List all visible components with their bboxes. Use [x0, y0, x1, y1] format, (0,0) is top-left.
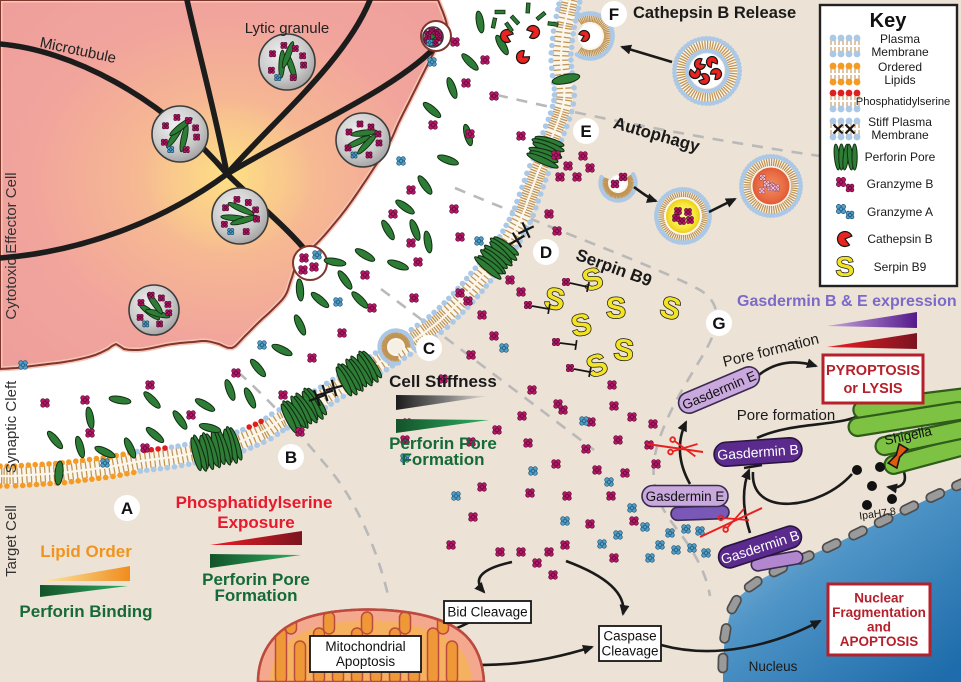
- svg-text:Nucleus: Nucleus: [749, 659, 798, 674]
- svg-text:Synaptic Cleft: Synaptic Cleft: [3, 380, 20, 473]
- svg-text:D: D: [540, 243, 552, 262]
- svg-text:Cleavage: Cleavage: [601, 644, 658, 659]
- svg-text:or LYSIS: or LYSIS: [843, 381, 902, 397]
- svg-text:Gasdermin E: Gasdermin E: [646, 489, 725, 504]
- svg-text:Membrane: Membrane: [871, 45, 929, 59]
- svg-text:Phosphatidylserine: Phosphatidylserine: [856, 96, 951, 108]
- svg-text:E: E: [580, 122, 591, 141]
- svg-text:Gasdermin B & E expression: Gasdermin B & E expression: [737, 293, 957, 310]
- svg-text:S: S: [836, 251, 855, 282]
- svg-text:Granzyme B: Granzyme B: [867, 177, 934, 191]
- svg-text:and: and: [867, 620, 891, 635]
- svg-text:Serpin B9: Serpin B9: [874, 260, 927, 274]
- svg-text:Mitochondrial: Mitochondrial: [325, 639, 405, 654]
- svg-text:Formation: Formation: [214, 586, 297, 605]
- svg-text:Cell Stiffness: Cell Stiffness: [389, 372, 497, 391]
- svg-text:APOPTOSIS: APOPTOSIS: [840, 634, 919, 649]
- svg-text:IpaH7.8: IpaH7.8: [859, 506, 897, 523]
- svg-text:Phosphatidylserine: Phosphatidylserine: [176, 493, 333, 512]
- svg-text:Plasma: Plasma: [880, 32, 920, 46]
- svg-text:F: F: [609, 5, 619, 24]
- svg-text:Granzyme A: Granzyme A: [867, 205, 933, 219]
- svg-text:Nuclear: Nuclear: [854, 591, 904, 606]
- svg-text:B: B: [285, 448, 297, 467]
- svg-text:Lipids: Lipids: [884, 73, 915, 87]
- svg-text:Cathepsin B: Cathepsin B: [867, 232, 932, 246]
- svg-text:Perforin Binding: Perforin Binding: [19, 602, 152, 621]
- svg-text:Gasdermin B: Gasdermin B: [717, 441, 800, 463]
- svg-text:Cathepsin B Release: Cathepsin B Release: [633, 4, 796, 22]
- svg-text:Fragmentation: Fragmentation: [832, 605, 926, 620]
- svg-text:Membrane: Membrane: [871, 128, 929, 142]
- svg-text:Target Cell: Target Cell: [3, 505, 20, 577]
- svg-text:Perforin Pore: Perforin Pore: [202, 570, 310, 589]
- svg-text:Caspase: Caspase: [603, 629, 656, 644]
- svg-text:Cytotoxic Effector Cell: Cytotoxic Effector Cell: [3, 172, 20, 319]
- svg-text:Lytic granule: Lytic granule: [245, 20, 330, 37]
- svg-text:Apoptosis: Apoptosis: [336, 654, 396, 669]
- svg-text:Ordered: Ordered: [878, 60, 922, 74]
- svg-text:Exposure: Exposure: [217, 513, 294, 532]
- svg-text:Formation: Formation: [401, 450, 484, 469]
- svg-text:G: G: [712, 314, 725, 333]
- svg-text:Key: Key: [870, 10, 908, 32]
- svg-text:Pore formation: Pore formation: [737, 407, 835, 424]
- svg-text:Stiff Plasma: Stiff Plasma: [868, 115, 932, 129]
- svg-text:S: S: [606, 292, 626, 325]
- svg-text:S: S: [612, 333, 635, 368]
- svg-text:Perforin Pore: Perforin Pore: [865, 150, 936, 164]
- svg-text:Bid Cleavage: Bid Cleavage: [447, 605, 527, 620]
- svg-text:Lipid Order: Lipid Order: [40, 542, 132, 561]
- svg-text:A: A: [121, 499, 133, 518]
- svg-text:C: C: [423, 339, 435, 358]
- svg-text:Perforin Pore: Perforin Pore: [389, 434, 497, 453]
- svg-text:PYROPTOSIS: PYROPTOSIS: [826, 363, 920, 379]
